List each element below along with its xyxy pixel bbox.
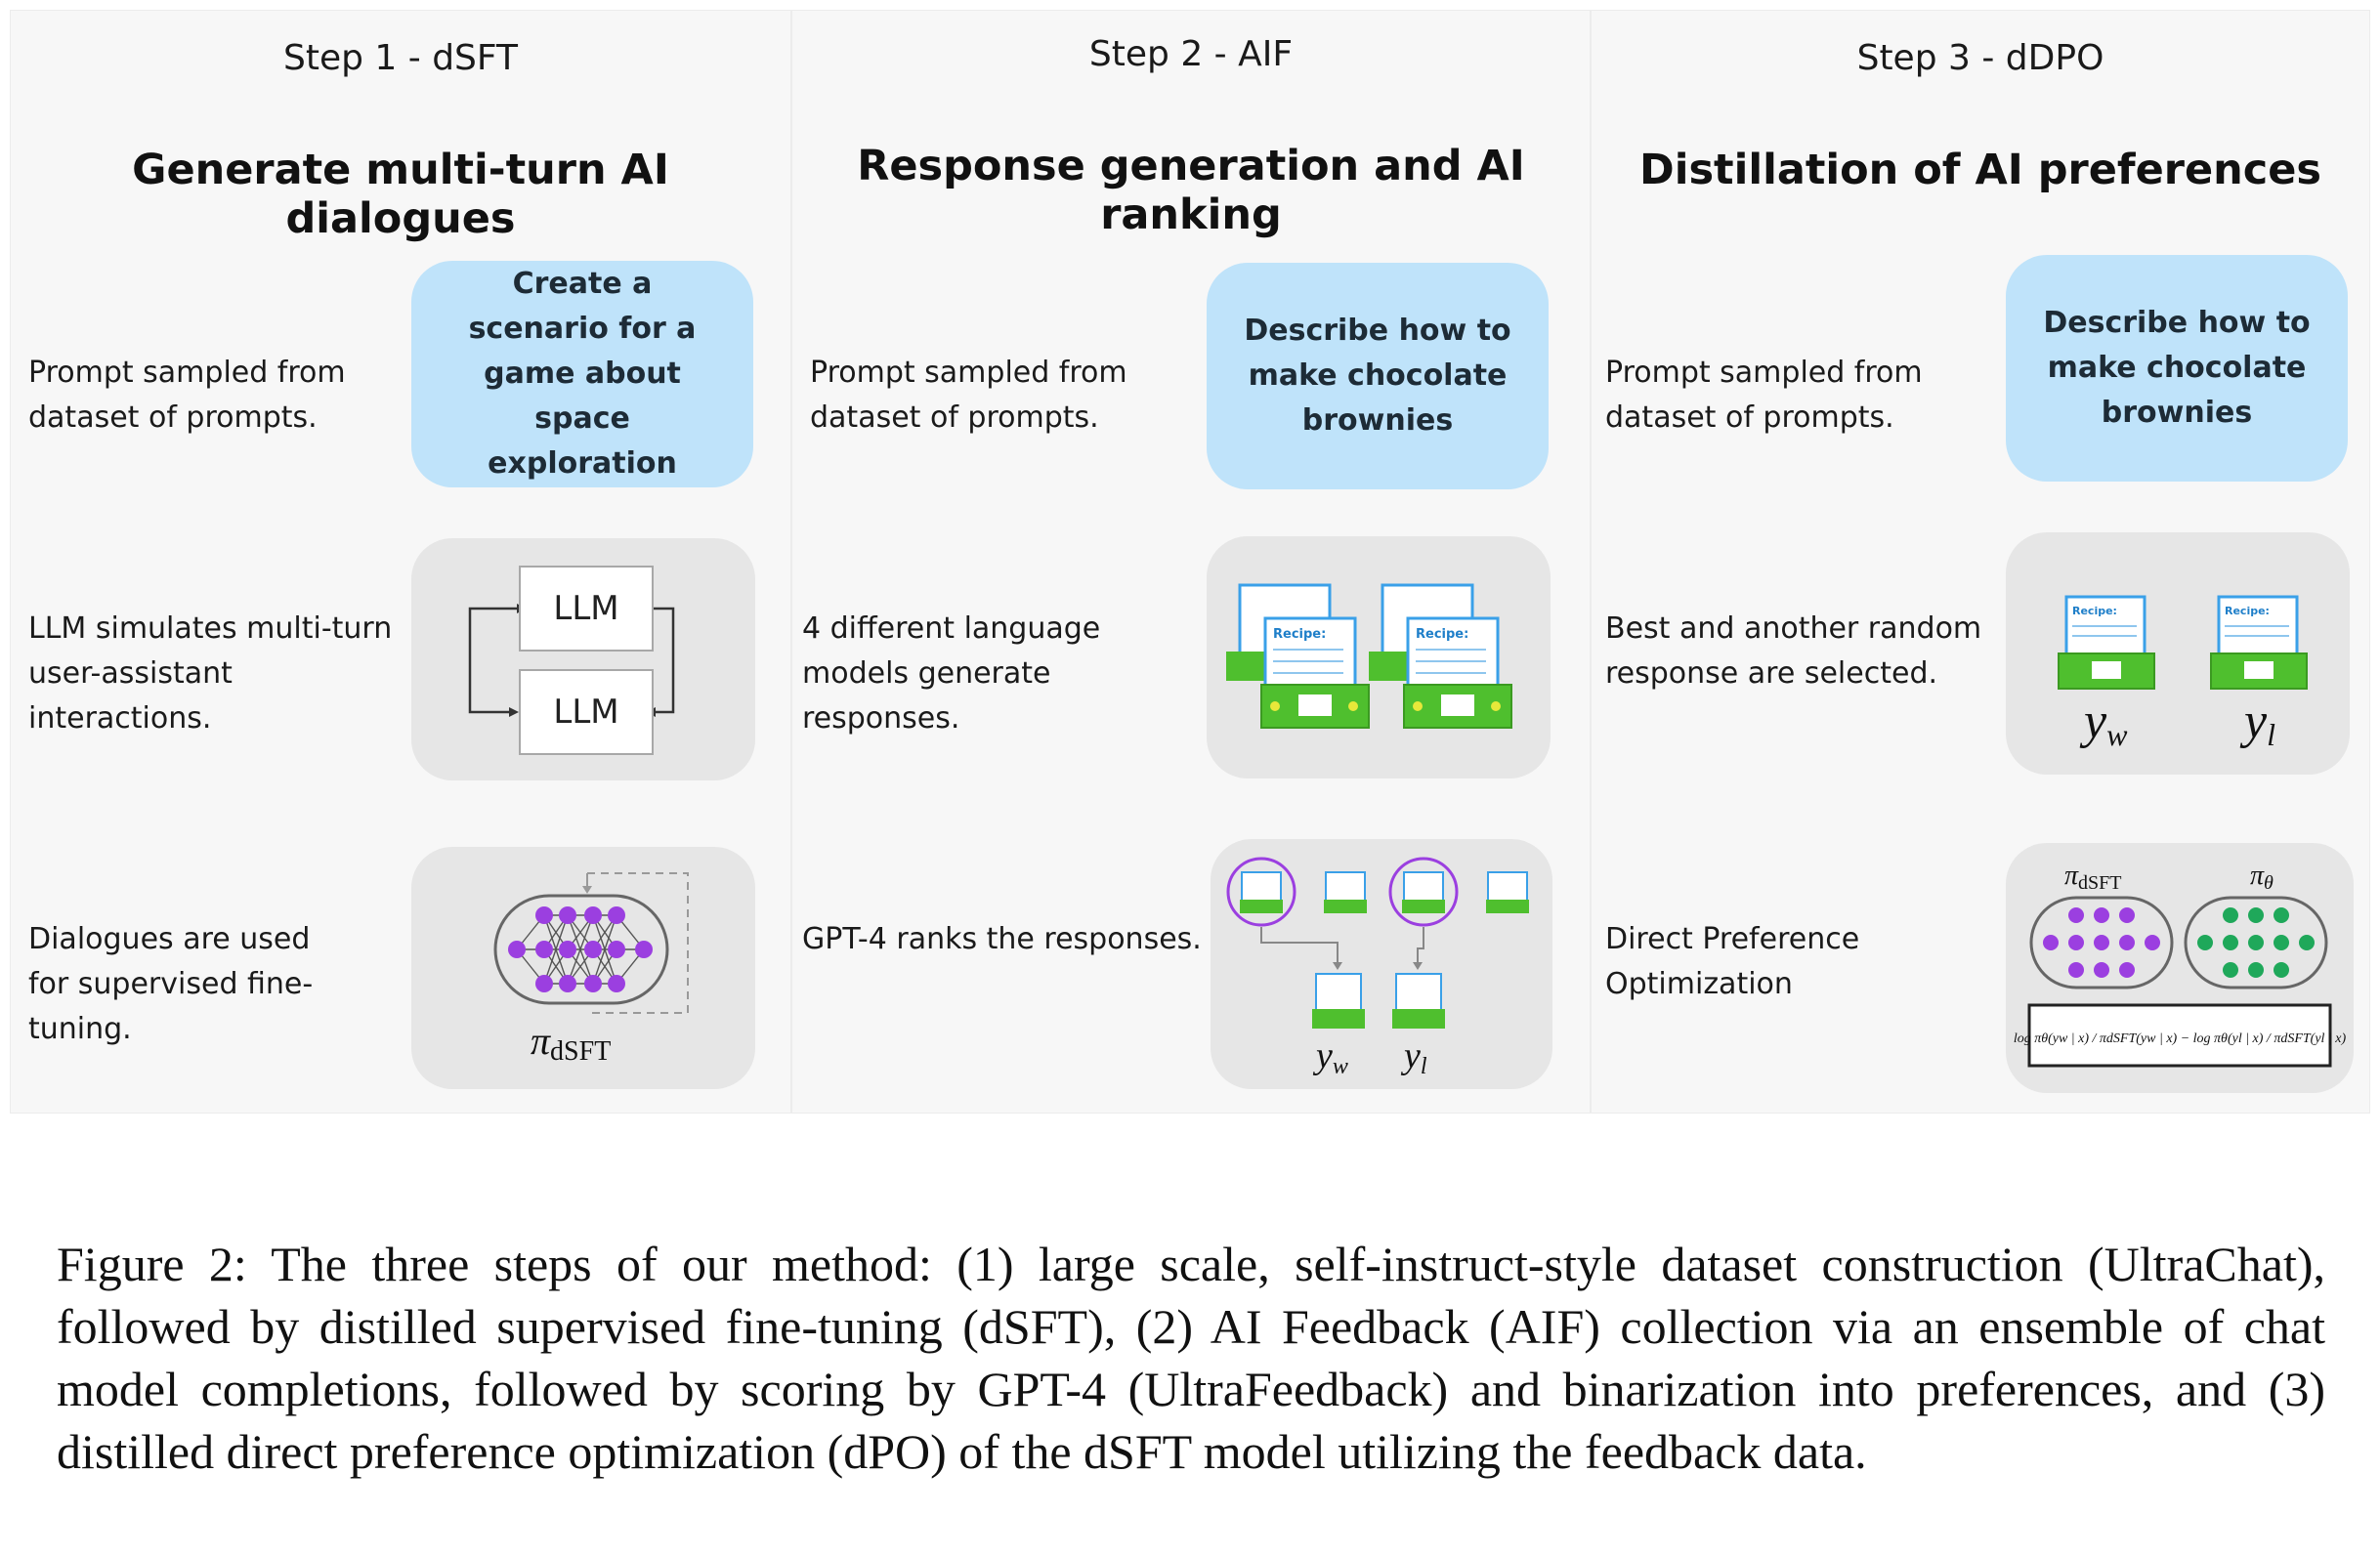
step2-label: Step 2 - AIF [1088, 34, 1294, 74]
selected-responses: Recipe: Recipe: yw yl [2058, 595, 2308, 752]
step2-row1-desc: Prompt sampled from dataset of prompts. [810, 356, 1127, 435]
step1-heading: Generate multi-turn AI dialogues [132, 146, 669, 243]
response-card-2: Recipe: [1369, 583, 1512, 729]
dpo-formula-box [2027, 1003, 2332, 1068]
step3-row3-desc: Direct Preference Optimization [1605, 922, 1860, 1001]
step2-column: Step 2 - AIF Response generation and AI … [791, 10, 1591, 1114]
y-l-label: yl [1400, 1035, 1427, 1079]
step3-prompt-box: Describe how to make chocolate brownies [2006, 255, 2348, 482]
step3-row2-desc: Best and another random response are sel… [1605, 611, 1982, 691]
step2-responses-panel: Recipe: Recipe: [1207, 536, 1551, 778]
ranking-ring-2 [1388, 857, 1459, 927]
card-title: Recipe: [2225, 605, 2270, 617]
theta-network-nodes [2197, 907, 2315, 978]
step3-row1-desc: Prompt sampled from dataset of prompts. [1605, 356, 1923, 435]
ranking-diagram: yw yl [1226, 857, 1529, 1079]
four-response-cards: Recipe: Recipe: [1226, 583, 1512, 729]
step3-label: Step 3 - dDPO [1856, 38, 2104, 78]
pi-dsft-label: πdSFT [531, 1019, 611, 1067]
step2-prompt-box: Describe how to make chocolate brownies [1207, 263, 1549, 489]
card-title: Recipe: [1273, 627, 1326, 642]
step2-row3-desc: GPT-4 ranks the responses. [802, 922, 1202, 956]
step1-row3-desc: Dialogues are used for supervised fine-t… [28, 922, 314, 1046]
dpo-diagram: πdSFT πθ log πθ(yw | x) / πdSFT(yw | x) … [2014, 861, 2347, 1068]
step1-sft-panel: πdSFT [411, 847, 755, 1089]
ranking-ring-1 [1226, 857, 1296, 927]
pi-theta-label: πθ [2250, 861, 2274, 894]
step3-column: Step 3 - dDPO Distillation of AI prefere… [1591, 10, 2370, 1114]
step1-row2-desc: LLM simulates multi-turn user-assistant … [28, 611, 393, 736]
step1-label: Step 1 - dSFT [283, 38, 518, 78]
sft-network-diagram: πdSFT [493, 872, 689, 1067]
pi-dsft-ref-label: πdSFT [2064, 861, 2122, 894]
step3-selected-panel: Recipe: Recipe: yw yl [2006, 532, 2350, 775]
step3-heading: Distillation of AI preferences [1639, 146, 2321, 194]
y-w-label: yw [2079, 694, 2128, 752]
ref-network-nodes [2043, 907, 2160, 978]
step1-column: Step 1 - dSFT Generate multi-turn AI dia… [10, 10, 791, 1114]
step2-heading: Response generation and AI ranking [857, 142, 1525, 239]
step2-ranking-panel: yw yl [1211, 839, 1552, 1089]
sft-network-nodes [508, 906, 653, 992]
dpo-formula: log πθ(yw | x) / πdSFT(yw | x) − log πθ(… [2014, 1031, 2347, 1046]
y-l-label: yl [2239, 694, 2275, 752]
step1-row1-desc: Prompt sampled from dataset of prompts. [28, 356, 346, 435]
step2-row2-desc: 4 different language models generate res… [802, 611, 1101, 736]
step1-llm-panel: LLM LLM [411, 538, 755, 780]
card-title: Recipe: [2072, 605, 2117, 617]
step3-dpo-panel: πdSFT πθ log πθ(yw | x) / πdSFT(yw | x) … [2006, 843, 2354, 1093]
step1-prompt-box: Create a scenario for a game about space… [411, 261, 753, 487]
figure-caption: Figure 2: The three steps of our method:… [57, 1237, 2325, 1479]
y-w-label: yw [1312, 1035, 1348, 1079]
llm-box-bottom: LLM [519, 669, 654, 755]
card-title: Recipe: [1416, 627, 1468, 642]
response-card-1: Recipe: [1226, 583, 1370, 729]
llm-box-top: LLM [519, 566, 654, 652]
